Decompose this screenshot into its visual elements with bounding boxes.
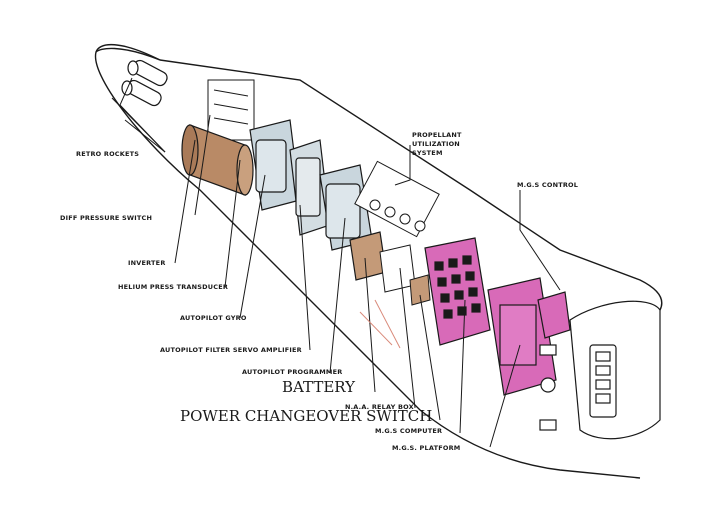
- label-mgs-platform: M.G.S. PLATFORM: [392, 444, 461, 452]
- missile-hull: [94, 43, 663, 479]
- label-helium-press-transducer: HELIUM PRESS TRANSDUCER: [118, 283, 229, 291]
- label-inverter: INVERTER: [128, 259, 166, 267]
- retro-rockets: [121, 59, 168, 107]
- label-mgs-control: M.G.S CONTROL: [517, 181, 579, 189]
- naa-relay-box: [379, 244, 416, 293]
- diff-pressure-switch: [207, 79, 255, 141]
- label-system: SYSTEM: [412, 149, 443, 157]
- label-propellant: PROPELLANT: [412, 131, 462, 139]
- label-mgs-computer: M.G.S COMPUTER: [375, 427, 443, 435]
- label-retro-rockets: RETRO ROCKETS: [76, 150, 140, 158]
- propellant-utilization-system: [354, 160, 440, 238]
- label-autopilot-programmer: AUTOPILOT PROGRAMMER: [242, 368, 343, 376]
- mgs-control: [537, 291, 571, 339]
- label-battery: BATTERY: [282, 378, 356, 396]
- inverter: [181, 124, 254, 196]
- label-naa-relay-box: N.A.A. RELAY BOX: [345, 403, 414, 411]
- red-leader-lines: [359, 299, 401, 349]
- power-changeover-switch: [409, 274, 431, 306]
- autopilot-programmer: [319, 164, 373, 251]
- mgs-computer: [424, 237, 491, 346]
- label-utilization: UTILIZATION: [412, 140, 460, 148]
- label-diff-pressure-switch: DIFF PRESSURE SWITCH: [60, 214, 153, 222]
- label-autopilot-gyro: AUTOPILOT GYRO: [180, 314, 247, 322]
- label-autopilot-filter-servo-amplifier: AUTOPILOT FILTER SERVO AMPLIFIER: [160, 346, 302, 354]
- label-power-changeover-switch: POWER CHANGEOVER SWITCH: [180, 407, 433, 425]
- aft-bulkhead: [539, 300, 661, 440]
- leader-lines: [111, 77, 561, 448]
